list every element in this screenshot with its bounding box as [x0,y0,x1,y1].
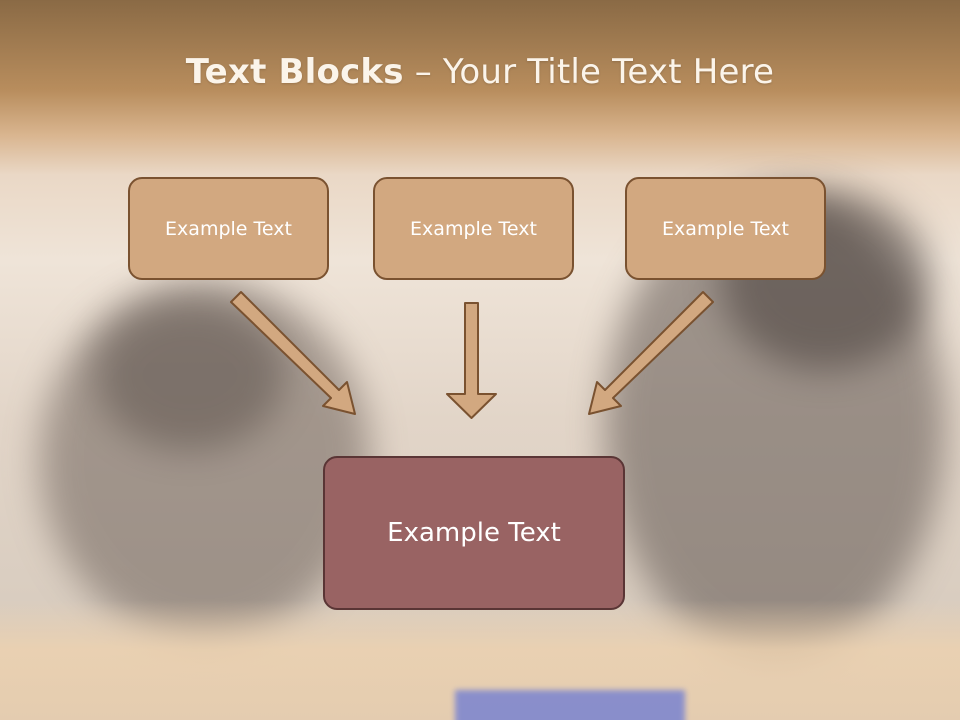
background-photo-shape [40,280,370,640]
slide-title: Text Blocks – Your Title Text Here [0,52,960,92]
title-rest: Your Title Text Here [442,52,775,92]
main-text-block[interactable]: Example Text [323,456,625,610]
text-block-3-label: Example Text [662,217,789,240]
text-block-3[interactable]: Example Text [625,177,826,280]
main-text-block-label: Example Text [387,518,561,548]
text-block-2-label: Example Text [410,217,537,240]
text-block-1[interactable]: Example Text [128,177,329,280]
arrow-down-icon [446,302,497,419]
title-dash: – [403,52,443,92]
background-photo-shape [95,300,285,450]
title-bold: Text Blocks [185,52,404,92]
arrow-down-left-icon [588,291,714,415]
text-block-2[interactable]: Example Text [373,177,574,280]
background-blue-patch [455,690,685,720]
text-block-1-label: Example Text [165,217,292,240]
arrow-down-right-icon [230,291,356,415]
